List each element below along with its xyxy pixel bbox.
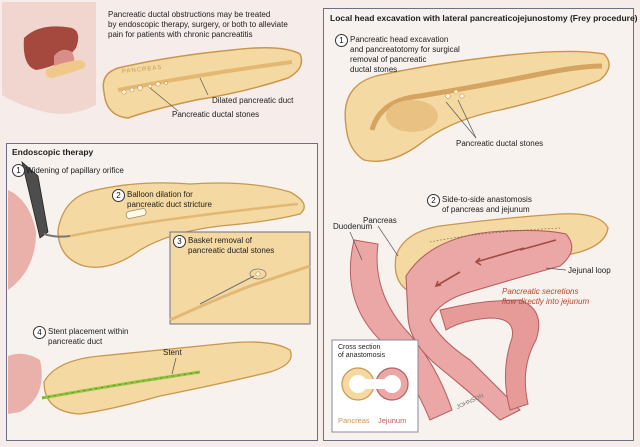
step-4-text-line-2: pancreatic duct — [48, 337, 103, 346]
endoscopic-title: Endoscopic therapy — [12, 147, 94, 157]
balloon-shape — [125, 208, 147, 219]
frey-step-2-line-1: Side-to-side anastomosis — [442, 195, 532, 204]
frey-step-1-line-2: and pancreatotomy for surgical — [350, 45, 460, 54]
stent-label: Stent — [163, 348, 182, 357]
frey-stones-label: Pancreatic ductal stones — [456, 139, 544, 148]
cross-section-jejunum-label: Jejunum — [378, 416, 407, 425]
step-2-text-line-1: Balloon dilation for — [127, 190, 193, 199]
secretions-note-line-2: flow directly into jejunum — [502, 297, 590, 306]
jejunal-loop-label: Jejunal loop — [568, 266, 611, 275]
duodenum-shape — [349, 239, 453, 421]
step-2-text-line-2: pancreatic duct stricture — [127, 200, 212, 209]
head-excavation-shape — [386, 100, 438, 132]
step-3-number: 3 — [173, 235, 186, 248]
dilated-duct-shape — [117, 60, 293, 92]
frey-title: Local head excavation with lateral pancr… — [330, 13, 638, 23]
ductal-stones-shape — [121, 81, 168, 95]
torso-pancreas-shape — [45, 60, 86, 78]
excavation-channel — [369, 63, 603, 131]
frey-stones-shape — [445, 89, 465, 99]
endoscope-shape — [21, 160, 49, 239]
flow-arrows — [434, 239, 557, 288]
step-4-number: 4 — [33, 326, 46, 339]
frey-step-1-line-3: removal of pancreatic — [350, 55, 427, 64]
liver-shape — [23, 26, 79, 70]
step-1-text: Widening of papillary orifice — [26, 166, 124, 175]
cross-section-title-line-2: of anastomosis — [338, 352, 386, 359]
basket-shape — [249, 268, 267, 280]
endo-pancreas-shape — [57, 182, 305, 268]
cross-section-title-line-1: Cross section — [338, 344, 381, 351]
frey-step-2-number: 2 — [427, 194, 440, 207]
step-1-number: 1 — [12, 164, 25, 177]
frey-step-1-number: 1 — [335, 34, 348, 47]
frey-step-2-line-2: of pancreas and jejunum — [442, 205, 530, 214]
duodenum-label: Duodenum — [333, 222, 373, 231]
intro-caption-line-1: Pancreatic ductal obstructions may be tr… — [108, 10, 271, 19]
frey-step-1-line-1: Pancreatic head excavation — [350, 35, 449, 44]
step-2-number: 2 — [112, 189, 125, 202]
pancreas-label: Pancreas — [363, 216, 397, 225]
intro-caption-line-2: by endoscopic therapy, surgery, or both … — [108, 20, 288, 29]
cross-section-pancreas-label: Pancreas — [338, 416, 370, 425]
dilated-duct-label: Dilated pancreatic duct — [212, 96, 294, 105]
ductal-stones-label: Pancreatic ductal stones — [172, 110, 260, 119]
step-3-text-line-1: Basket removal of — [188, 236, 253, 245]
excavated-pancreas-shape — [344, 50, 610, 162]
secretions-note-line-1: Pancreatic secretions — [502, 287, 579, 296]
step-4-text-line-1: Stent placement within — [48, 327, 129, 336]
intro-caption-line-3: pain for patients with chronic pancreati… — [108, 30, 253, 39]
frey-step-1-line-4: ductal stones — [350, 65, 398, 74]
duodenum-wall-shape — [8, 190, 36, 290]
step-3-text-line-2: pancreatic ductal stones — [188, 246, 275, 255]
